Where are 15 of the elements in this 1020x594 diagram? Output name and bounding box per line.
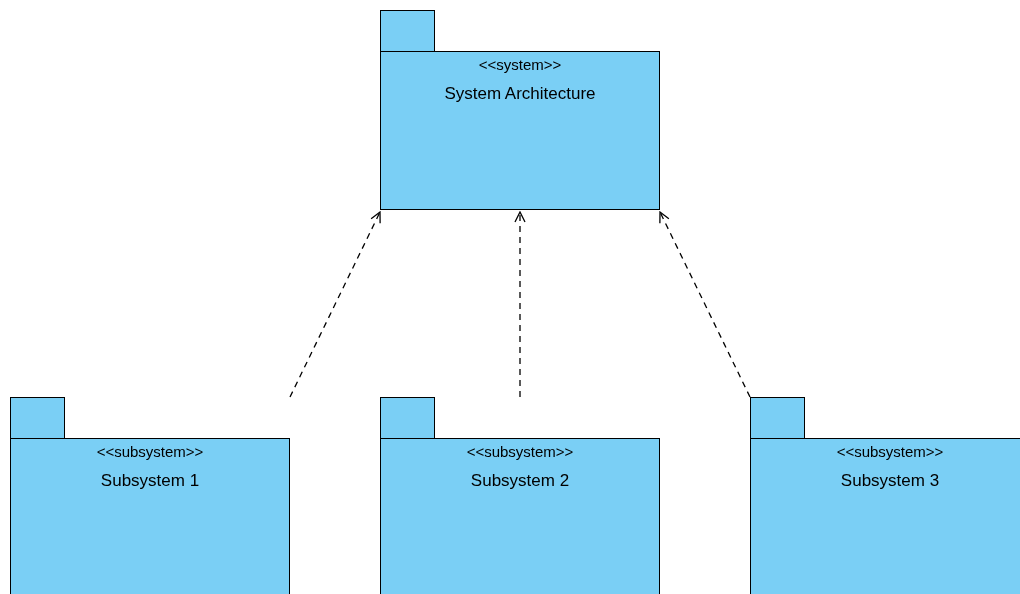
package-name: System Architecture: [444, 84, 596, 104]
package-shape: [750, 397, 1020, 594]
dependency-arrow: [659, 211, 751, 398]
package-shape: [10, 397, 290, 594]
package-shape: [380, 10, 660, 210]
package-name: Subsystem 1: [100, 471, 200, 491]
dependency-arrow: [289, 211, 381, 398]
package-shape: [380, 397, 660, 594]
dependency-arrow: [514, 211, 526, 398]
package-name: Subsystem 3: [840, 471, 940, 491]
package-name: Subsystem 2: [470, 471, 570, 491]
stereotype-label: <<subsystem>>: [466, 443, 574, 461]
stereotype-label: <<subsystem>>: [96, 443, 204, 461]
stereotype-label: <<subsystem>>: [836, 443, 944, 461]
stereotype-label: <<system>>: [478, 56, 562, 74]
